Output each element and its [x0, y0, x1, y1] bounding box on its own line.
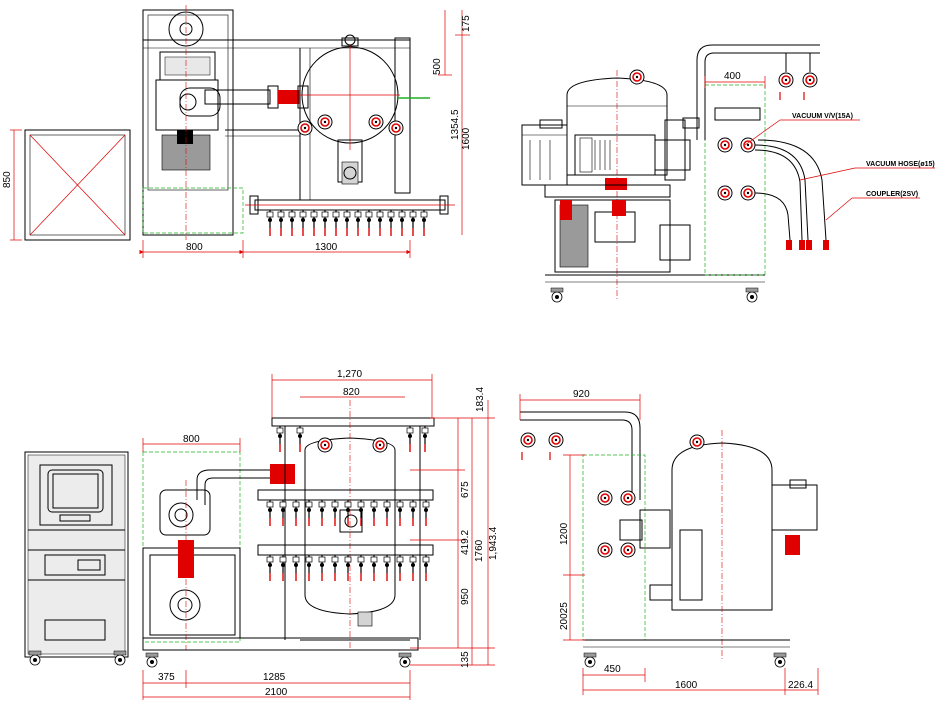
dim-375-text: 375 [158, 672, 175, 683]
dimensions-top-left: 800 1300 500 175 1354.5 1600 [139, 10, 472, 258]
dim-1354-text: 1354.5 [450, 109, 461, 140]
dim-1300-text: 1300 [315, 242, 338, 253]
valve-module-side [664, 44, 820, 276]
dim-1943-text: 1,943.4 [488, 526, 499, 560]
dim-175-text: 175 [461, 15, 472, 32]
dimensions-bottom-left: 1,270 820 800 183.4 675 419.2 1760 1,943… [142, 369, 499, 700]
dim-400-text: 400 [724, 71, 741, 82]
dim-135-text: 135 [460, 651, 471, 668]
base-bottom-right [583, 639, 790, 668]
dim-1760-text: 1760 [474, 539, 485, 562]
dim-675-text: 675 [460, 481, 471, 498]
control-cabinet-elevation [24, 451, 129, 666]
dimension-850: 850 [2, 171, 13, 188]
dim-500-text: 500 [432, 58, 443, 75]
valve-manifold-upper [257, 489, 434, 527]
label-vacuum-valve: VACUUM V/V(15A) [792, 113, 853, 120]
valve-module-bottom-right [582, 454, 671, 641]
valve-manifold-front [245, 195, 455, 237]
tank-side-bottom-right [649, 430, 818, 660]
dimensions-bottom-right: 920 1200 20025 450 1600 226.4 [519, 389, 819, 695]
view-front-top-left: 850 [2, 5, 472, 258]
view-front-bottom-left: 1,270 820 800 183.4 675 419.2 1760 1,943… [24, 369, 499, 700]
dim-20025-text: 20025 [559, 602, 570, 630]
vacuum-hoses [754, 139, 829, 250]
dim-1600b-text: 1600 [675, 680, 698, 691]
dim-850-text: 850 [2, 171, 13, 188]
coupler-arm-bottom-right [520, 411, 641, 500]
dim-1270-text: 1,270 [337, 369, 362, 380]
pipe-to-tank [204, 85, 309, 109]
dim-800-text: 800 [186, 242, 203, 253]
booster-pump-side [574, 134, 691, 190]
vacuum-tank-front [297, 34, 430, 185]
dim-183-text: 183.4 [475, 387, 486, 412]
pump-module-elevation [142, 451, 295, 650]
dim-2100-text: 2100 [265, 687, 288, 698]
vacuum-pump-stack [155, 5, 221, 240]
dim-950-text: 950 [460, 588, 471, 605]
dim-1285-text: 1285 [263, 672, 286, 683]
valve-manifold-top [276, 425, 429, 453]
dim-800b-text: 800 [183, 434, 200, 445]
tank-frame-elevation [271, 400, 435, 650]
dimension-400: 400 [704, 71, 766, 88]
dim-226-text: 226.4 [788, 680, 813, 691]
dim-1200-text: 1200 [559, 522, 570, 545]
dim-1600-text: 1600 [461, 127, 472, 150]
view-side-bottom-right: 920 1200 20025 450 1600 226.4 [519, 389, 819, 695]
label-vacuum-hose: VACUUM HOSE(ø15) [866, 161, 935, 168]
dim-450-text: 450 [604, 664, 621, 675]
rotary-pump-side [544, 184, 765, 303]
dim-820-text: 820 [343, 387, 360, 398]
view-side-top-right: VACUUM V/V(15A) VACUUM HOSE(ø15) COUPLER… [521, 44, 935, 303]
dim-419-text: 419.2 [460, 530, 471, 555]
callouts-top-right: VACUUM V/V(15A) VACUUM HOSE(ø15) COUPLER… [744, 113, 935, 221]
control-box-side [521, 119, 568, 186]
label-coupler: COUPLER(2SV) [866, 191, 918, 198]
valve-manifold-lower [257, 544, 434, 582]
dim-920-text: 920 [573, 389, 590, 400]
control-cabinet-plan [10, 129, 131, 241]
base-frame-elevation [142, 637, 419, 668]
